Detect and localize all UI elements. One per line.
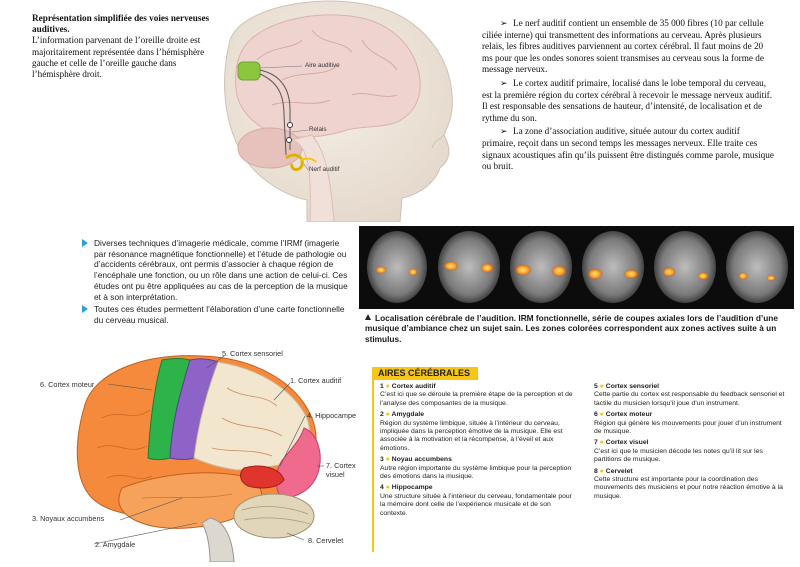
imaging-text: Diverses techniques d’imagerie médicale,… (82, 238, 352, 328)
intro-text: Représentation simplifiée des voies nerv… (32, 13, 217, 80)
aire-item: 3 ● Noyau accumbens Autre région importa… (380, 456, 572, 481)
mri-slice (510, 231, 572, 303)
label-noyaux-accumbens: 3. Noyaux accumbens (32, 514, 105, 523)
aire-item: 5 ● Cortex sensoriel Cette partie du cor… (594, 383, 785, 407)
aire-item: 7 ● Cortex visuel C’est ici que le music… (594, 439, 763, 464)
fmri-image (359, 226, 794, 309)
label-cervelet: 8. Cervelet (308, 536, 344, 545)
dot-icon: ● (385, 456, 390, 464)
mri-slice (582, 231, 644, 303)
intro-title: Représentation simplifiée des voies nerv… (32, 13, 210, 35)
label-relais: Relais (309, 126, 327, 133)
imaging-paragraph-2: Toutes ces études permettent l’élaborati… (82, 304, 352, 325)
head-drawing (224, 0, 453, 223)
nerf-paragraph-2: ➢Le cortex auditif primaire, localisé da… (482, 77, 773, 123)
triangle-bullet-icon (82, 305, 88, 314)
aires-column-left: 1 ● Cortex auditif C’est ici que se déro… (380, 383, 575, 521)
label-aire-auditive: Aire auditive (305, 62, 340, 69)
brain-diagram: 5. Cortex sensoriel 6. Cortex moteur 1. … (12, 348, 367, 563)
mri-slice (438, 231, 500, 303)
fmri-caption: Localisation cérébrale de l’audition. IR… (365, 313, 778, 344)
mri-slice (654, 231, 716, 303)
label-cortex-auditif: 1. Cortex auditif (290, 376, 342, 385)
imaging-paragraph-1: Diverses techniques d’imagerie médicale,… (82, 238, 352, 302)
nerf-paragraph-1: ➢Le nerf auditif contient un ensemble de… (482, 18, 764, 75)
nerf-paragraph-3: ➢La zone d’association auditive, située … (482, 126, 774, 172)
brain-drawing (76, 355, 324, 563)
mri-slice (367, 231, 427, 303)
arrow-bullet-icon: ➢ (500, 77, 508, 88)
label-amygdale: 2. Amygdale (95, 540, 136, 549)
aire-item: 2 ● Amygdale Région du système limbique,… (380, 411, 563, 452)
triangle-up-icon (365, 314, 371, 320)
label-cortex-visuel: 7. Cortex visuel (326, 461, 356, 479)
aires-cerebrales: AIRES CÉRÉBRALES 1 ● Cortex auditif C’es… (372, 367, 792, 557)
aire-item: 6 ● Cortex moteur Région qui génère les … (594, 411, 782, 436)
dot-icon: ● (599, 411, 604, 419)
label-hippocampe: 4. Hippocampe (307, 411, 357, 420)
dot-icon: ● (385, 484, 390, 492)
dot-icon: ● (385, 411, 390, 419)
label-cortex-sensoriel: 5. Cortex sensoriel (222, 349, 283, 358)
fmri-slices (367, 231, 788, 303)
triangle-bullet-icon (82, 239, 88, 247)
aires-column-right: 5 ● Cortex sensoriel Cette partie du cor… (594, 383, 788, 504)
arrow-bullet-icon: ➢ (500, 18, 508, 28)
dot-icon: ● (599, 383, 604, 390)
aire-item: 8 ● Cervelet Cette structure est importa… (594, 467, 783, 500)
intro-body: L’information parvenant de l’oreille dro… (32, 35, 205, 80)
aires-title: AIRES CÉRÉBRALES (372, 367, 479, 380)
mri-slice (726, 231, 788, 303)
aire-item: 4 ● Hippocampe Une structure située à l’… (380, 484, 572, 517)
auditory-nerve-text: ➢Le nerf auditif contient un ensemble de… (482, 18, 774, 175)
aires-accent-bar (372, 380, 374, 552)
dot-icon: ● (599, 439, 604, 447)
aire-item: 1 ● Cortex auditif C’est ici que se déro… (380, 383, 573, 407)
dot-icon: ● (385, 383, 390, 390)
arrow-bullet-icon: ➢ (500, 126, 508, 137)
label-nerf-auditif: Nerf auditif (309, 166, 340, 173)
label-cortex-moteur: 6. Cortex moteur (40, 380, 95, 389)
dot-icon: ● (599, 467, 604, 475)
head-illustration: Aire auditive Relais Nerf auditif (212, 0, 470, 223)
